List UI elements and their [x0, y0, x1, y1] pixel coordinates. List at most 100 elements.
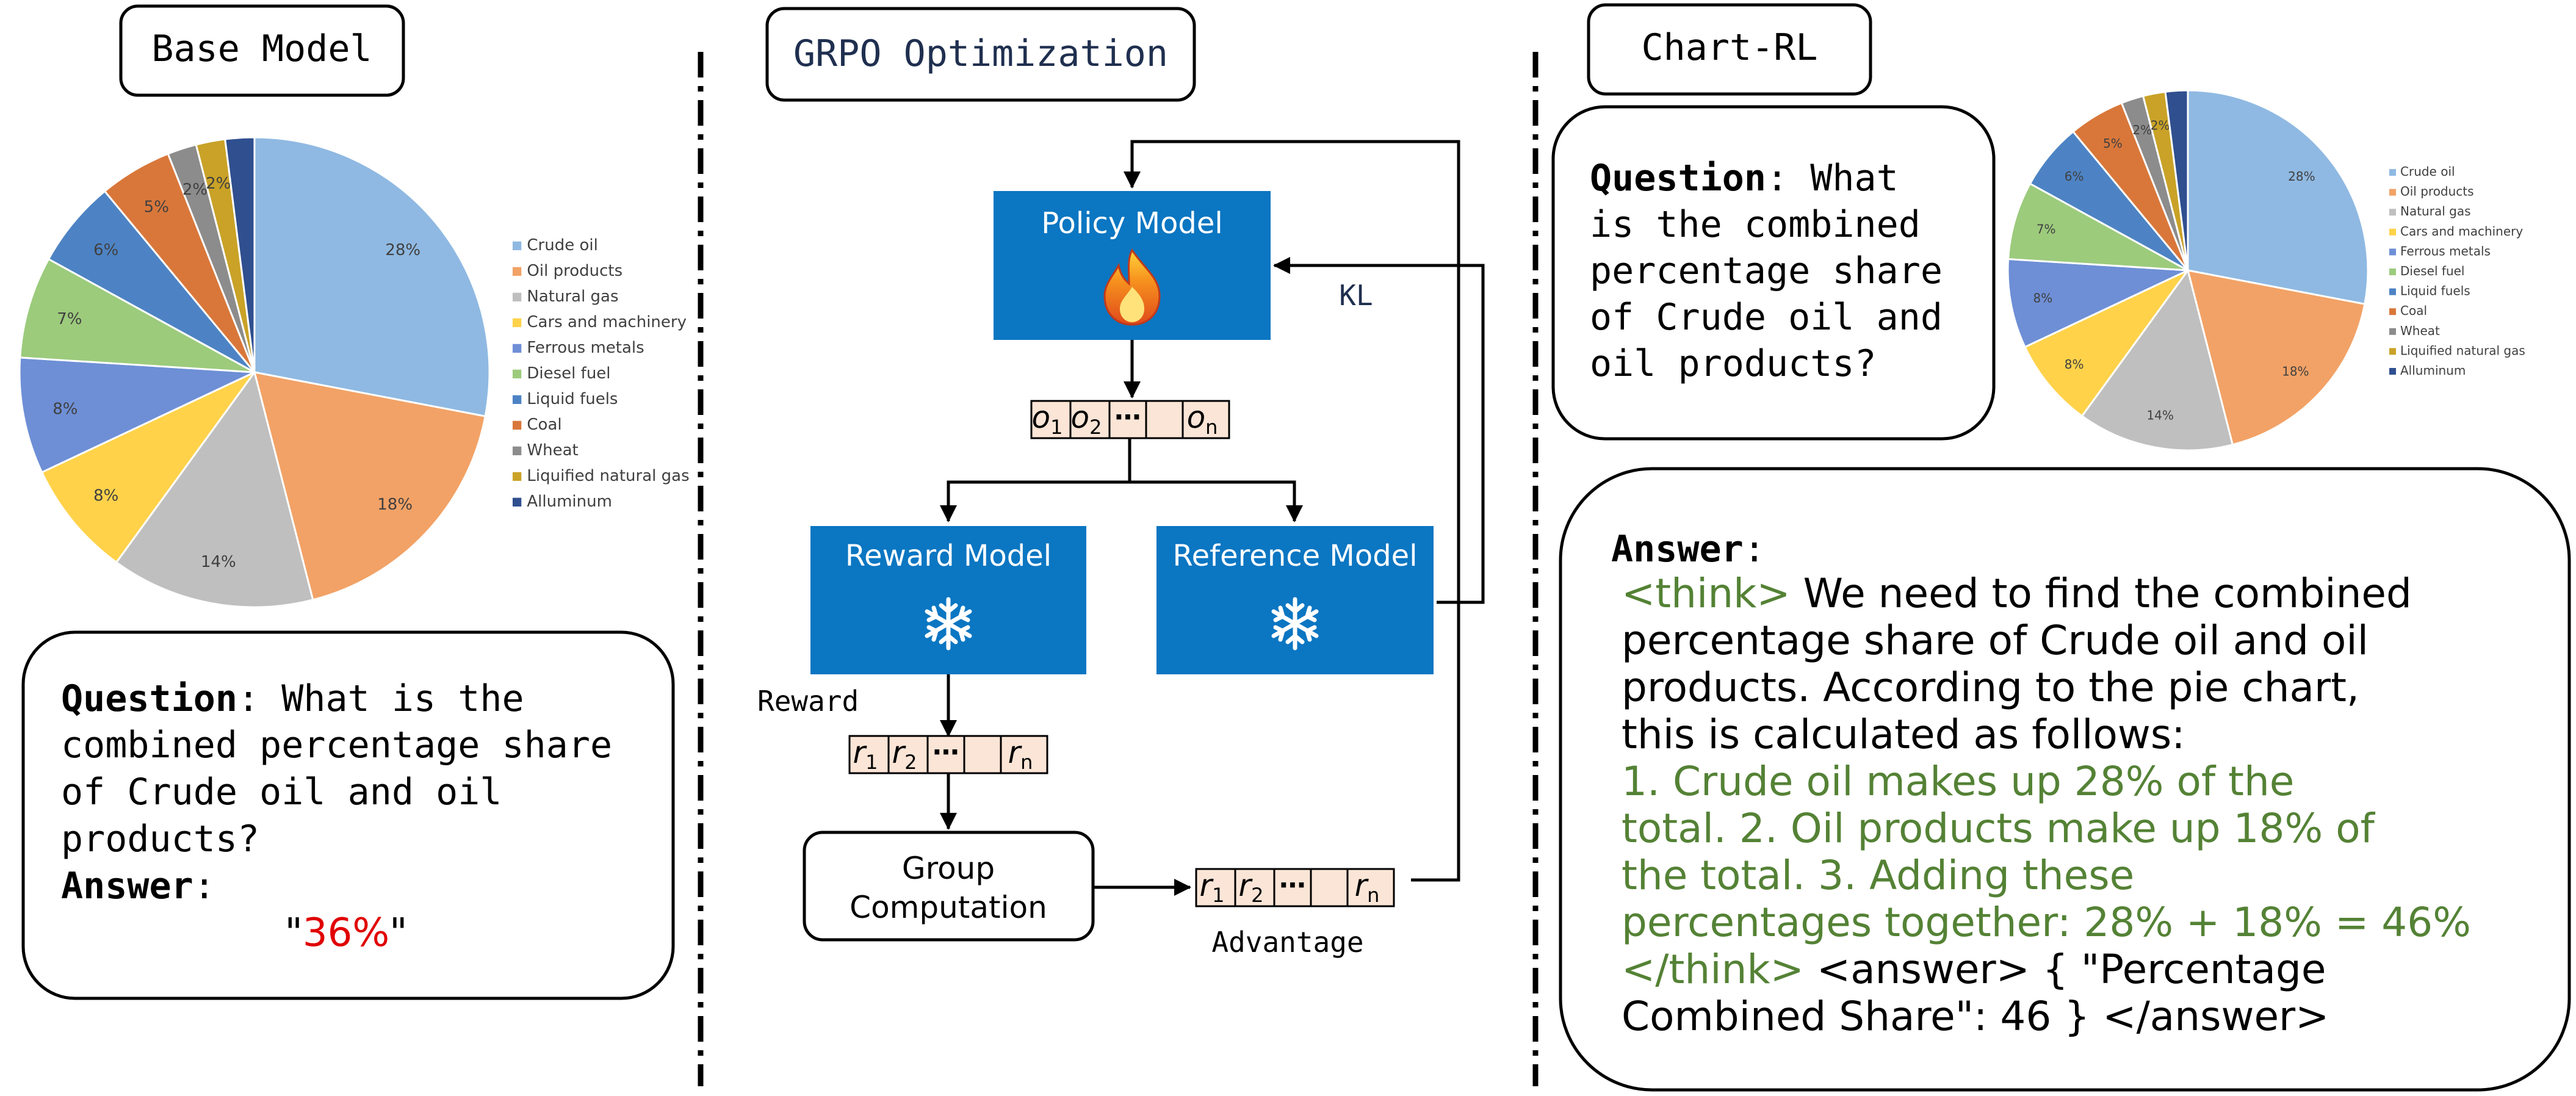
sequence-token: r2	[1239, 868, 1264, 907]
pie-data-label: 8%	[93, 486, 118, 505]
answer-reasoning-text: </think>	[1622, 946, 1804, 993]
legend-swatch	[513, 420, 522, 430]
pie-slice-alluminum	[224, 136, 256, 373]
answer-line: Combined Share": 46 } </answer>	[1622, 993, 2329, 1040]
chart-rl-title-box	[1587, 3, 1872, 96]
token-subscript: n	[1367, 884, 1379, 907]
token-symbol: o	[1187, 400, 1206, 435]
pie-data-label: 14%	[201, 553, 236, 571]
base-question-line-3: of Crude oil and oil	[61, 771, 502, 813]
base-answer-line: Answer:	[61, 865, 215, 907]
legend-label: Ferrous metals	[527, 339, 644, 357]
legend-swatch	[2389, 308, 2396, 315]
base-model-title-box	[119, 4, 405, 97]
sequence-token: o2	[1071, 400, 1102, 439]
pie-data-label: 6%	[2065, 169, 2084, 184]
legend-label: Diesel fuel	[527, 364, 610, 383]
base-question-box	[21, 630, 675, 1000]
sequence-ellipsis: ⋯	[1279, 870, 1306, 901]
sequence-cell	[1234, 868, 1275, 907]
base-question-line-2: combined percentage share	[61, 724, 612, 766]
legend-label: Liquified natural gas	[527, 467, 689, 485]
legend-label: Liquid fuels	[2400, 284, 2470, 298]
pie-slice-cars-and-machinery	[2024, 269, 2189, 417]
pie-data-label: 7%	[57, 310, 82, 328]
token-subscript: n	[1205, 416, 1218, 439]
answer-line: </think> <answer> { "Percentage	[1622, 946, 2326, 993]
chartrl-question-line-4: of Crude oil and	[1590, 296, 1943, 339]
legend-swatch	[513, 267, 522, 276]
legend-swatch	[513, 292, 522, 301]
legend-label: Oil products	[527, 262, 622, 280]
pie-slice-ferrous-metals	[2007, 258, 2188, 348]
answer-plain-text: this is calculated as follows:	[1622, 711, 2185, 758]
kl-label: KL	[1339, 279, 1373, 312]
legend-swatch	[513, 446, 522, 455]
base-question-line-1: Question: What is the	[61, 677, 524, 720]
token-subscript: n	[1020, 751, 1033, 774]
legend-swatch	[513, 472, 522, 481]
sequence-ellipsis: ⋯	[933, 737, 959, 768]
legend-label: Wheat	[527, 441, 578, 460]
pie-data-label: 2%	[2151, 118, 2170, 132]
legend-swatch	[2389, 209, 2396, 216]
pie-slice-diesel-fuel	[2007, 182, 2188, 272]
legend-swatch	[513, 395, 522, 404]
base-answer-label: Answer	[61, 865, 193, 907]
outputs-branch-line	[940, 438, 1131, 522]
answer-reasoning-text: 1. Crude oil makes up 28% of the	[1622, 758, 2294, 805]
kl-arrow	[1273, 257, 1485, 604]
answer-line: this is calculated as follows:	[1622, 711, 2185, 758]
legend-swatch	[2389, 248, 2396, 256]
sequence-token: o1	[1032, 400, 1063, 439]
chartrl-answer-label: Answer	[1611, 528, 1744, 571]
token-subscript: 2	[904, 751, 917, 774]
pie-slice-diesel-fuel	[19, 258, 255, 373]
sequence-cell	[1069, 400, 1111, 439]
token-symbol: r	[1355, 868, 1369, 903]
token-symbol: r	[1239, 868, 1254, 903]
answer-plain-text: percentage share of Crude oil and oil	[1622, 617, 2369, 664]
legend-label: Liquified natural gas	[2400, 343, 2525, 358]
legend-label: Natural gas	[527, 287, 618, 306]
chartrl-answer-text: <think> We need to find the combinedperc…	[1622, 570, 2471, 1040]
sequence-ellipsis: ⋯	[1114, 402, 1141, 433]
chartrl-question-box	[1551, 105, 1996, 441]
legend-label: Cars and machinery	[527, 313, 687, 331]
chartrl-question-label: Question	[1590, 157, 1766, 200]
pie-slice-ferrous-metals	[18, 356, 255, 474]
legend-label: Ferrous metals	[2400, 243, 2491, 258]
sequence-cell	[963, 735, 1002, 774]
legend-label: Cars and machinery	[2400, 224, 2523, 239]
pie-data-label: 5%	[2103, 136, 2123, 151]
policy-model-label: Policy Model	[1041, 206, 1222, 240]
right-panel: Chart-RL Question: What is the combined …	[1551, 3, 2571, 1092]
answer-plain-text: products. According to the pie chart,	[1622, 664, 2359, 711]
sequence-cell	[887, 735, 929, 774]
answer-line: 1. Crude oil makes up 28% of the	[1622, 758, 2294, 805]
chartrl-question-line-3: percentage share	[1590, 250, 1943, 292]
sequence-cell	[1182, 400, 1230, 439]
reward-label: Reward	[757, 685, 859, 718]
chartrl-question-line-5: oil products?	[1590, 342, 1877, 385]
legend-swatch	[2389, 228, 2396, 236]
legend-label: Crude oil	[527, 236, 597, 254]
legend-label: Crude oil	[2400, 164, 2455, 179]
reward-model-label: Reward Model	[845, 539, 1052, 573]
pie-data-label: 2%	[182, 181, 207, 199]
token-symbol: r	[1200, 868, 1214, 903]
base-answer-colon: :	[193, 865, 215, 907]
base-answer-value: "36%"	[284, 910, 407, 956]
answer-plain-text: We need to find the combined	[1791, 570, 2412, 617]
group-computation-line-1: Group	[902, 851, 995, 886]
sequence-token: r2	[892, 735, 917, 774]
answer-reasoning-text: total. 2. Oil products make up 18% of	[1622, 805, 2376, 852]
sequence-token: rn	[1008, 735, 1033, 774]
pie-slice-liquid-fuels	[47, 190, 256, 373]
base-question-line-4: products?	[61, 818, 259, 860]
